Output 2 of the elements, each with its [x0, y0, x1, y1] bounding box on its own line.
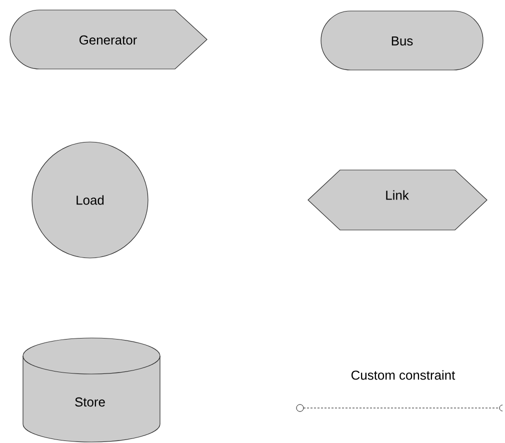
rounded-box: Bus — [320, 10, 484, 70]
caption-text: Custom constraint — [351, 370, 456, 380]
